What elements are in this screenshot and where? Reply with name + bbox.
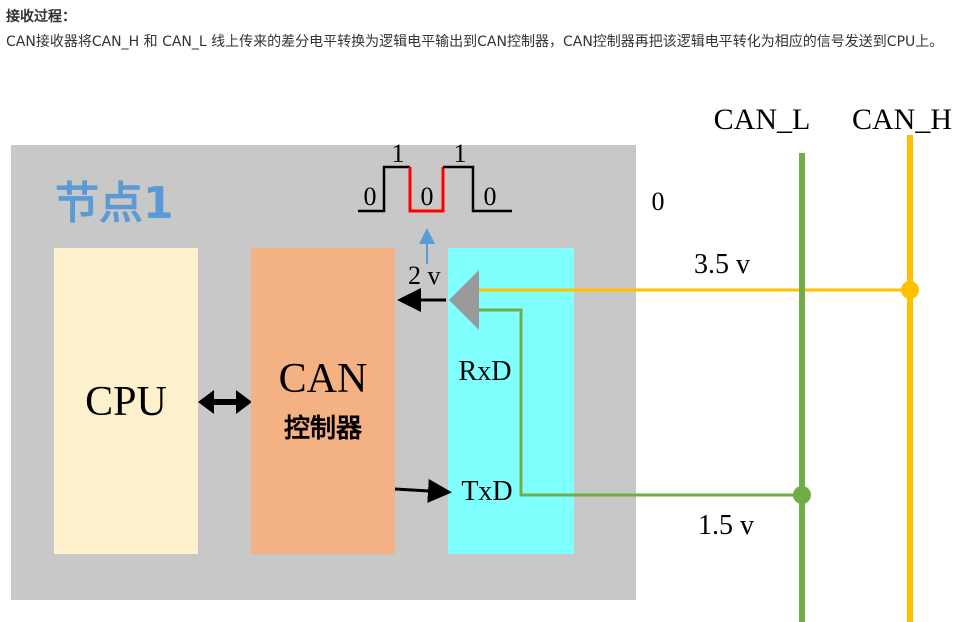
voltage-low-label: 1.5 v xyxy=(698,510,754,541)
can-controller-box xyxy=(251,248,395,554)
voltage-high-label: 3.5 v xyxy=(694,249,750,280)
wave-bit-0: 0 xyxy=(364,182,377,211)
logic-waveform xyxy=(358,165,512,213)
cpu-label: CPU xyxy=(85,379,167,425)
can-l-junction xyxy=(793,486,811,504)
can-h-junction xyxy=(901,281,919,299)
rxd-label: RxD xyxy=(459,356,512,387)
can-controller-sublabel: 控制器 xyxy=(284,414,363,444)
logic-value-label: 0 xyxy=(652,187,665,216)
wave-bit-2: 0 xyxy=(421,182,434,211)
node-label: 节点1 xyxy=(55,178,174,229)
description-paragraph: CAN接收器将CAN_H 和 CAN_L 线上传来的差分电平转换为逻辑电平输出到… xyxy=(6,34,944,50)
txd-arrow xyxy=(394,478,452,503)
can-controller-label: CAN xyxy=(279,356,368,402)
wave-bit-1: 1 xyxy=(392,139,405,168)
voltage-diff-label: 2 v xyxy=(408,261,441,290)
can-h-label: CAN_H xyxy=(852,103,952,136)
cpu-box xyxy=(54,248,198,554)
wave-bit-3: 1 xyxy=(454,139,467,168)
wave-bit-4: 0 xyxy=(484,182,497,211)
cpu-can-double-arrow xyxy=(198,390,252,414)
comparator-triangle xyxy=(449,270,479,330)
can-l-label: CAN_L xyxy=(714,103,811,136)
txd-label: TxD xyxy=(461,476,512,507)
section-heading: 接收过程： xyxy=(6,9,76,25)
can-l-signal-wire xyxy=(470,308,802,497)
